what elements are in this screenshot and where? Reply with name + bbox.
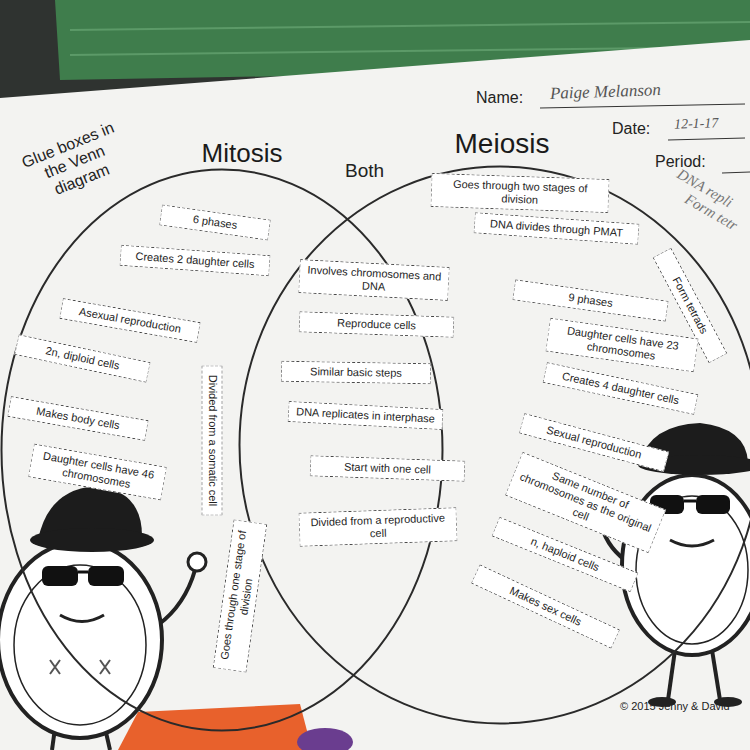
venn-circle: Mitosis6 phasesCreates 2 daughter cellsA…: [0, 168, 444, 732]
venn-ellipse: [240, 167, 750, 724]
strip-text: 2n, diploid cells: [21, 339, 142, 377]
cutout-strip: Goes through two stages of division: [430, 173, 609, 213]
strip-text: Goes through one stage of division: [218, 527, 263, 665]
cutout-strip: DNA divides through PMAT: [473, 212, 639, 244]
notebook-line: [70, 22, 750, 30]
strip-text: Asexual reproduction: [67, 303, 193, 338]
strip-text: Involves chromosomes and DNA: [305, 263, 442, 296]
cutout-strip: Creates 2 daughter cells: [119, 244, 270, 275]
strip-text: 6 phases: [167, 209, 264, 235]
cutout-strip: Asexual reproduction: [59, 298, 201, 343]
cutout-strip: Divided from a somatic cell: [202, 365, 223, 515]
circle-heading: Mitosis: [202, 138, 283, 169]
cutout-strip: Involves chromosomes and DNA: [298, 259, 450, 301]
cutout-strip: Daughter cells have 46 chromosomes: [28, 444, 167, 501]
strip-text: Goes through two stages of division: [438, 177, 603, 209]
strip-text: DNA replicates in interphase: [294, 405, 435, 425]
strip-text: Creates 4 daughter cells: [550, 367, 691, 409]
circle-heading: Meiosis: [455, 128, 550, 160]
strip-text: Creates 2 daughter cells: [127, 249, 264, 271]
strip-text: Similar basic steps: [288, 364, 424, 379]
cutout-strip: 6 phases: [159, 204, 271, 240]
handwritten-note: Paige Melanson: [550, 80, 662, 103]
cutout-strip: 9 phases: [512, 279, 668, 321]
name-underline: [540, 104, 745, 108]
strip-text: Divided from a somatic cell: [206, 372, 219, 508]
cutout-strip: Goes through one stage of division: [213, 519, 268, 672]
strip-text: Sexual reproduction: [527, 418, 662, 466]
strip-text: Divided from a reproductive cell: [306, 511, 451, 542]
venn-circle: MeiosisGoes through two stages of divisi…: [238, 165, 750, 725]
strip-text: DNA divides through PMAT: [480, 216, 632, 240]
cutout-strip: Makes body cells: [7, 396, 149, 441]
date-underline: [668, 138, 745, 140]
handwritten-note: 12-1-17: [674, 115, 719, 133]
strip-text: 9 phases: [519, 284, 660, 316]
meiosis-cartoon: [600, 423, 750, 707]
strip-text: Daughter cells have 46 chromosomes: [35, 449, 159, 496]
venn-ellipse: [2, 170, 443, 731]
strip-text: Reproduce cells: [305, 315, 446, 333]
printed-label: © 2015 Jenny & David: [620, 700, 730, 713]
printed-label: Date:: [612, 120, 650, 138]
venn-outline: [238, 165, 750, 725]
cutout-strip: Similar basic steps: [281, 360, 431, 384]
cutout-strip: 2n, diploid cells: [14, 334, 150, 383]
strip-text: Daughter cells have 23 chromosomes: [553, 323, 691, 368]
cutout-strip: Daughter cells have 23 chromosomes: [545, 318, 698, 373]
period-underline: [722, 172, 750, 173]
strip-text: Makes sex cells: [478, 570, 611, 641]
printed-label: Both: [345, 160, 384, 182]
cutout-strip: Reproduce cells: [298, 311, 454, 337]
strip-text: Start with one cell: [316, 459, 457, 477]
printed-label: Name:: [476, 89, 523, 107]
cutout-strip: DNA replicates in interphase: [287, 400, 443, 429]
marker: [118, 704, 353, 750]
strip-text: Makes body cells: [15, 401, 141, 436]
cutout-strip: Divided from a reproductive cell: [298, 507, 457, 546]
